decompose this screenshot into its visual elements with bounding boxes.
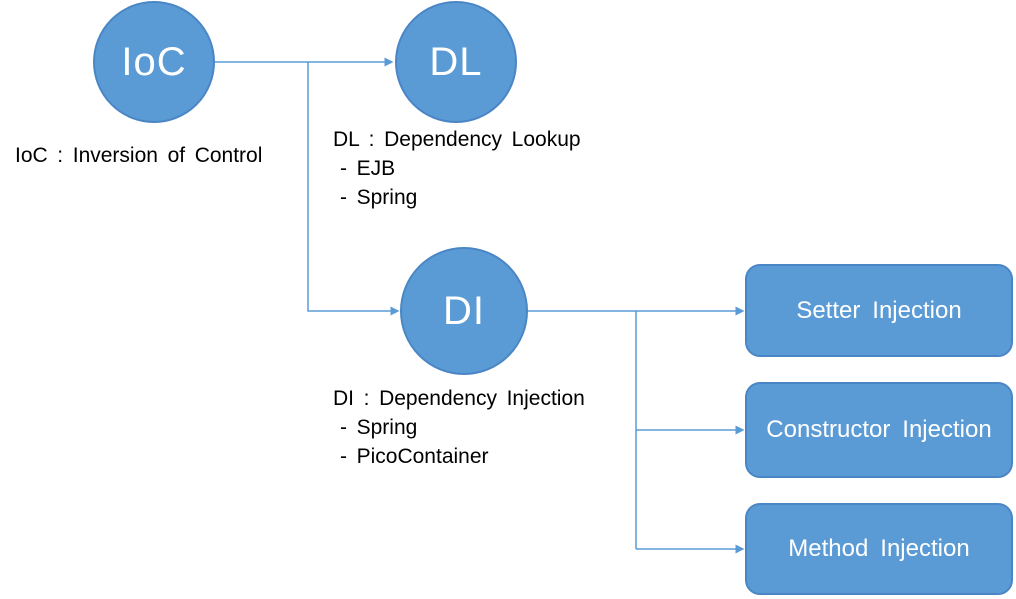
node-di: DI [400,247,528,375]
box-setter-injection-label: Setter Injection [796,296,962,324]
node-di-label: DI [443,288,485,333]
connector-ioc-to-di [307,62,400,316]
ioc-caption: IoC : Inversion of Control [15,144,263,167]
dl-item: - Spring [340,186,418,209]
di-item: - Spring [340,416,418,439]
dl-note-block: DL : Dependency Lookup - EJB - Spring [333,125,581,212]
box-method-injection-label: Method Injection [788,535,970,562]
box-setter-injection: Setter Injection [745,264,1013,357]
di-item: - PicoContainer [340,445,489,468]
node-ioc-label: IoC [121,39,187,84]
dl-item: - EJB [340,157,396,180]
box-method-injection: Method Injection [745,503,1013,595]
node-dl: DL [395,1,517,123]
box-constructor-injection-label: Constructor Injection [766,416,992,443]
di-note-block: DI : Dependency Injection - Spring - Pic… [333,384,585,471]
dl-heading: DL : Dependency Lookup [333,128,581,151]
node-ioc: IoC [93,1,215,123]
node-dl-label: DL [429,39,483,84]
di-heading: DI : Dependency Injection [333,387,585,410]
box-constructor-injection: Constructor Injection [745,382,1013,478]
